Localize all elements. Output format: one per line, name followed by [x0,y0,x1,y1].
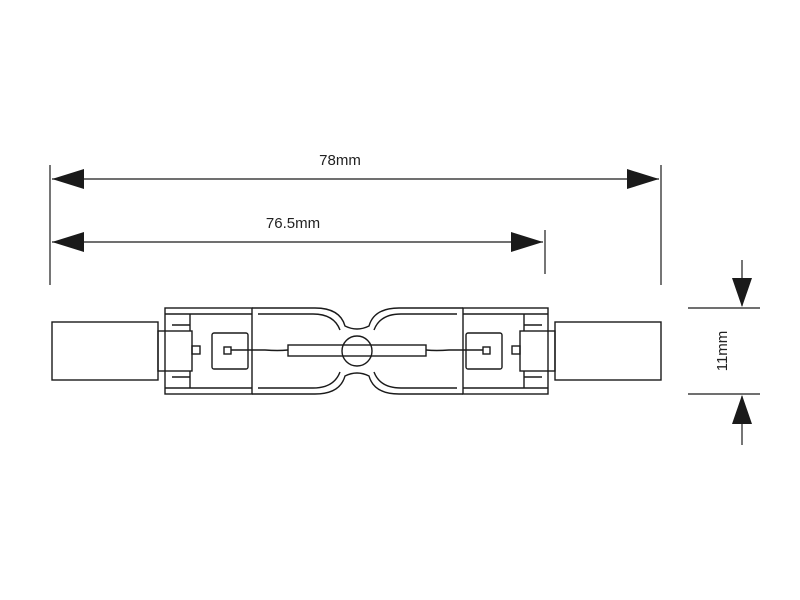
seal-left [211,332,249,370]
arrowhead-right [627,169,659,189]
light-center-label: 76.5mm [266,215,320,232]
ceramic-contact-left [157,330,193,372]
sleeve-right [462,307,549,395]
exhaust-tip [341,335,373,367]
overall-length-label: 78mm [319,152,361,169]
filament [287,344,427,357]
lead-terminal-left [223,346,232,355]
diameter-dimension: 11mm [688,260,760,445]
quartz-envelope [252,307,463,395]
arrowhead-right [511,232,543,252]
sleeve-left [164,307,253,395]
arrowhead-left [52,169,84,189]
lamp-body [51,307,662,395]
contact-pin-left [191,345,201,355]
lead-wire-right [425,349,483,352]
seal-right [465,332,503,370]
contact-pin-right [511,345,521,355]
lead-terminal-right [482,346,491,355]
arrowhead-down [732,278,752,307]
diameter-label: 11mm [714,331,731,372]
end-cap-left [51,321,159,381]
light-center-dimension: 76.5mm [52,215,546,274]
overall-length-dimension: 78mm [49,152,662,285]
arrowhead-up [732,395,752,424]
ceramic-contact-right [519,330,556,372]
lead-wire-left [231,349,289,352]
arrowhead-left [52,232,84,252]
end-cap-right [554,321,662,381]
